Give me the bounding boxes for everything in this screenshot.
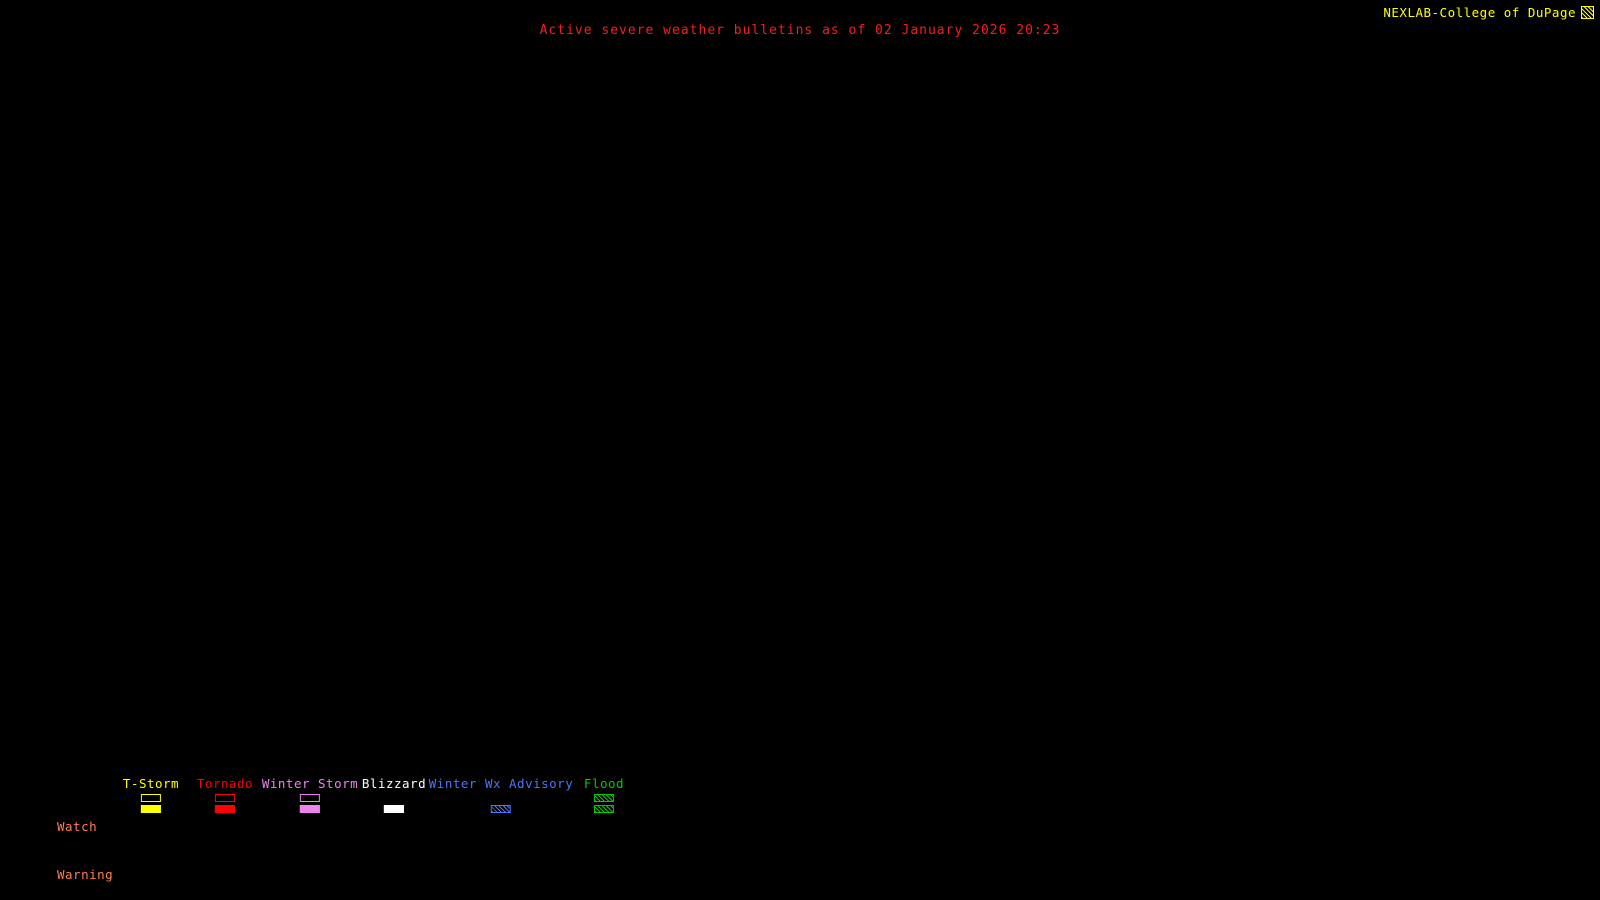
watch-row-label: Watch	[57, 819, 98, 834]
branding-text: NEXLAB-College of DuPage	[1383, 5, 1576, 20]
legend-col-tstorm: T-Storm	[123, 776, 179, 816]
warning-row-label: Warning	[57, 867, 114, 882]
legend-label-winter-storm: Winter Storm	[261, 776, 359, 791]
legend-col-flood: Flood	[584, 776, 624, 816]
tornado-warning-swatch	[215, 805, 235, 813]
flood-watch-swatch	[593, 794, 614, 802]
tornado-watch-swatch	[215, 794, 235, 802]
legend: Watch Warning T-Storm Tornado Winter Sto…	[0, 776, 1600, 882]
winter-wx-advisory-warning-swatch	[491, 805, 511, 813]
branding: NEXLAB-College of DuPage	[1383, 5, 1594, 20]
blizzard-watch-swatch	[384, 794, 404, 802]
legend-label-flood: Flood	[583, 776, 625, 791]
legend-col-winter-storm: Winter Storm	[262, 776, 358, 816]
legend-col-blizzard: Blizzard	[362, 776, 426, 816]
legend-col-tornado: Tornado	[197, 776, 253, 816]
tstorm-watch-swatch	[141, 794, 161, 802]
bulletin-title: Active severe weather bulletins as of 02…	[539, 23, 1061, 38]
flood-warning-swatch	[593, 805, 614, 813]
winter-wx-advisory-watch-swatch	[491, 794, 511, 802]
legend-row-labels: Watch Warning	[57, 787, 113, 900]
blizzard-warning-swatch	[384, 805, 404, 813]
hatched-square-icon	[1581, 6, 1594, 19]
legend-label-blizzard: Blizzard	[361, 776, 427, 791]
legend-label-winter-wx-advisory: Winter Wx Advisory	[428, 776, 574, 791]
legend-col-winter-wx-advisory: Winter Wx Advisory	[429, 776, 573, 816]
legend-label-tstorm: T-Storm	[122, 776, 180, 791]
winter-storm-watch-swatch	[300, 794, 320, 802]
tstorm-warning-swatch	[141, 805, 161, 813]
legend-label-tornado: Tornado	[196, 776, 254, 791]
winter-storm-warning-swatch	[300, 805, 320, 813]
